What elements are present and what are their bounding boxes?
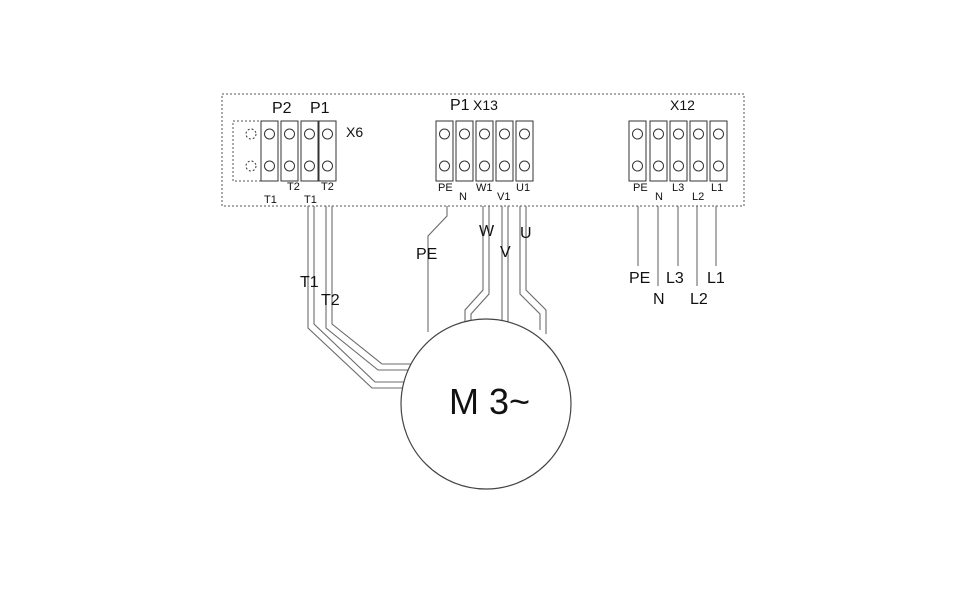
x12-screw-n-top xyxy=(653,128,664,140)
x6-terminal-4 xyxy=(318,120,337,182)
label-x12: X12 xyxy=(670,97,695,113)
wire-v xyxy=(501,206,509,322)
x12-screw-l2-bottom xyxy=(693,160,704,172)
label-wire-u: U xyxy=(520,225,532,242)
x13-screw-v1-bottom xyxy=(499,160,510,172)
x13-screw-u1-top xyxy=(519,128,530,140)
x13-terminal-u1 xyxy=(515,120,534,182)
x6-screw-2b xyxy=(284,160,295,172)
label-x6-t2-left: T2 xyxy=(287,181,300,193)
x12-screw-l1-top xyxy=(713,128,724,140)
x12-terminal-l2 xyxy=(689,120,708,182)
x12-screw-n-bottom xyxy=(653,160,664,172)
wire-pe xyxy=(427,206,448,332)
label-wire-pe: PE xyxy=(416,246,437,263)
terminal-block-x6: P2 P1 X6 T2 T2 T1 T1 xyxy=(232,100,363,206)
label-x12-l3: L3 xyxy=(672,182,684,194)
label-supply-l3: L3 xyxy=(666,270,684,287)
label-x13-pe: PE xyxy=(438,182,453,194)
x12-screw-pe-bottom xyxy=(632,160,643,172)
wire-w xyxy=(464,206,490,326)
x6-terminal-1 xyxy=(260,120,279,182)
x13-screw-n-bottom xyxy=(459,160,470,172)
x6-screw-3a xyxy=(304,128,315,140)
x13-screw-w1-top xyxy=(479,128,490,140)
x6-blank-terminal xyxy=(232,120,262,182)
label-x12-l2: L2 xyxy=(692,191,704,203)
x13-screw-u1-bottom xyxy=(519,160,530,172)
label-wire-t2: T2 xyxy=(321,292,340,309)
label-x13: X13 xyxy=(473,97,498,113)
label-x12-l1: L1 xyxy=(711,182,723,194)
label-x6-p2: P2 xyxy=(272,100,292,117)
x13-terminal-w1 xyxy=(475,120,494,182)
x13-screw-v1-top xyxy=(499,128,510,140)
wire-u xyxy=(519,206,547,334)
label-x13-p1: P1 xyxy=(450,97,470,114)
label-supply-n: N xyxy=(653,291,665,308)
x6-screw-3b xyxy=(304,160,315,172)
x12-screw-l1-bottom xyxy=(713,160,724,172)
x13-terminal-n xyxy=(455,120,474,182)
x6-screw-4b xyxy=(322,160,333,172)
x13-screw-n-top xyxy=(459,128,470,140)
x6-screw-2a xyxy=(284,128,295,140)
label-wire-v: V xyxy=(500,244,511,261)
wire-t1 xyxy=(307,206,404,389)
label-x12-pe: PE xyxy=(633,182,648,194)
label-x13-v1: V1 xyxy=(497,191,510,203)
label-x6-t2-right: T2 xyxy=(321,181,334,193)
x12-terminal-l1 xyxy=(709,120,728,182)
x6-screw-4a xyxy=(322,128,333,140)
x12-terminal-l3 xyxy=(669,120,688,182)
terminal-block-x12: X12 PE N L3 L2 L1 xyxy=(628,97,728,203)
motor-circle xyxy=(400,318,572,490)
x6-terminal-3 xyxy=(300,120,319,182)
label-wire-t1: T1 xyxy=(300,274,319,291)
x12-screw-l3-top xyxy=(673,128,684,140)
supply-wires xyxy=(637,206,717,286)
control-board-frame xyxy=(221,93,745,207)
label-supply-pe: PE xyxy=(629,270,650,287)
x6-blank-screw-top xyxy=(245,128,257,140)
label-x13-u1: U1 xyxy=(516,182,530,194)
x6-blank-screw-bottom xyxy=(245,160,257,172)
label-wire-w: W xyxy=(479,223,495,240)
x12-screw-l3-bottom xyxy=(673,160,684,172)
x6-screw-1a xyxy=(264,128,275,140)
label-supply-l2: L2 xyxy=(690,291,708,308)
x6-terminal-2 xyxy=(280,120,299,182)
motor-label: M 3~ xyxy=(449,381,530,422)
x12-screw-pe-top xyxy=(632,128,643,140)
label-x6-t1-right: T1 xyxy=(304,194,317,206)
motor: M 3~ xyxy=(400,318,572,490)
x12-terminal-n xyxy=(649,120,668,182)
x13-screw-pe-bottom xyxy=(439,160,450,172)
terminal-block-x13: P1 X13 PE N W1 V1 U1 xyxy=(435,97,534,203)
x12-screw-l2-top xyxy=(693,128,704,140)
x13-terminal-pe xyxy=(435,120,454,182)
x13-terminal-v1 xyxy=(495,120,514,182)
label-x13-n: N xyxy=(459,191,467,203)
label-x13-w1: W1 xyxy=(476,182,493,194)
label-supply-l1: L1 xyxy=(707,270,725,287)
label-x6-t1-left: T1 xyxy=(264,194,277,206)
x6-screw-1b xyxy=(264,160,275,172)
x13-screw-pe-top xyxy=(439,128,450,140)
label-x6: X6 xyxy=(346,124,363,140)
wire-t2 xyxy=(325,206,414,371)
label-x12-n: N xyxy=(655,191,663,203)
x12-terminal-pe xyxy=(628,120,647,182)
label-x6-p1: P1 xyxy=(310,100,330,117)
x13-screw-w1-bottom xyxy=(479,160,490,172)
